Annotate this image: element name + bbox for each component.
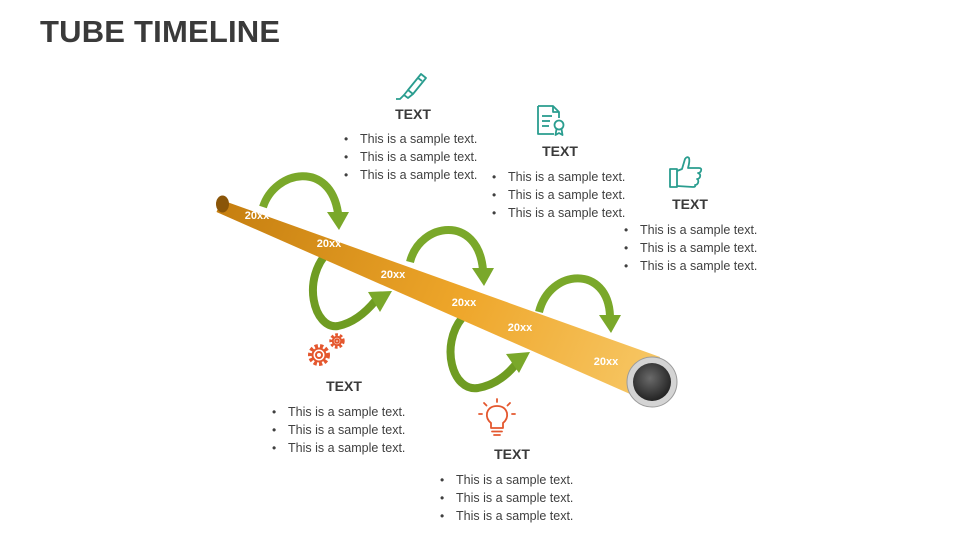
milestone-2-bullet-3: This is a sample text. [490,204,625,222]
gears-icon [308,333,345,366]
year-label-2: 20xx [317,238,342,250]
milestone-5-bullet-1: This is a sample text. [438,471,573,489]
milestone-5-bullet-2: This is a sample text. [438,489,573,507]
milestone-1-bullet-2: This is a sample text. [342,148,477,166]
milestone-3-bullet-2: This is a sample text. [622,239,757,257]
milestone-5-bullet-3: This is a sample text. [438,507,573,525]
year-label-5: 20xx [508,322,533,334]
milestone-4-bullets: This is a sample text. This is a sample … [270,403,405,457]
slide-title: TUBE TIMELINE [40,14,281,49]
tube-body [216,200,660,401]
loop-arrow-2-head [472,268,494,286]
milestone-1-heading: TEXT [395,106,431,122]
tube-opening-icon [633,363,671,401]
milestone-1-bullet-3: This is a sample text. [342,166,477,184]
milestone-3-heading: TEXT [672,196,708,212]
loop-arrow-2-back [446,315,530,393]
milestone-4-bullet-2: This is a sample text. [270,421,405,439]
milestone-5-bullets: This is a sample text. This is a sample … [438,471,573,525]
highlighter-pen-icon [396,73,427,100]
milestone-2-heading: TEXT [542,143,578,159]
milestone-2-bullet-1: This is a sample text. [490,168,625,186]
milestone-3-bullets: This is a sample text. This is a sample … [622,221,757,275]
year-label-6: 20xx [594,356,619,368]
loop-arrow-1-head [327,212,349,230]
timeline-tube [216,195,678,408]
loop-arrow-1-front [259,172,349,230]
certificate-document-icon [537,105,565,136]
milestone-4-bullet-3: This is a sample text. [270,439,405,457]
loop-arrow-3-head [599,315,621,333]
loop-arrow-2-front [406,226,494,286]
milestone-3-bullet-3: This is a sample text. [622,257,757,275]
loop-arrow-1-head-back [368,291,392,312]
milestone-2-bullet-2: This is a sample text. [490,186,625,204]
milestone-2-bullets: This is a sample text. This is a sample … [490,168,625,222]
milestone-3-bullet-1: This is a sample text. [622,221,757,239]
milestone-1-bullet-1: This is a sample text. [342,130,477,148]
milestone-4-bullet-1: This is a sample text. [270,403,405,421]
loop-arrow-3-front [535,274,621,333]
lightbulb-icon [478,398,516,436]
milestone-1-bullets: This is a sample text. This is a sample … [342,130,477,184]
tube-start-cap [216,195,229,213]
year-label-1: 20xx [245,210,270,222]
milestone-4-heading: TEXT [326,378,362,394]
year-label-3: 20xx [381,269,406,281]
loop-arrow-1-back [309,247,392,331]
milestone-5-heading: TEXT [494,446,530,462]
loop-arrow-2-head-back [506,352,530,373]
thumbs-up-icon [669,156,703,188]
year-label-4: 20xx [452,297,477,309]
